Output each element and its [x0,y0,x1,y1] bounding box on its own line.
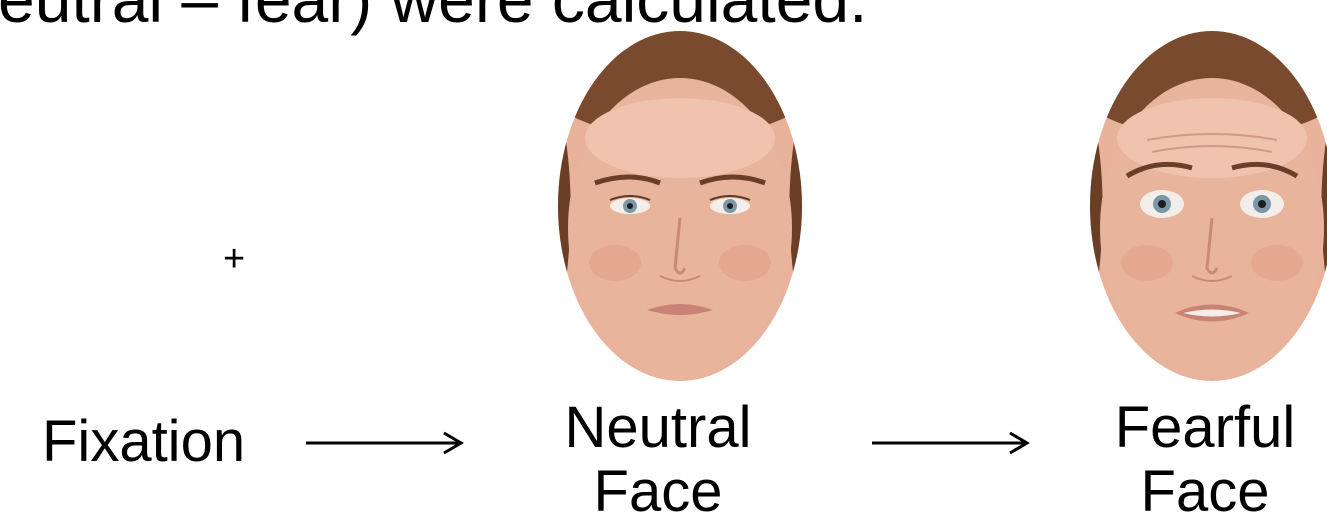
fearful-label-line1: Fearful [1114,395,1296,460]
fearful-face-image [1090,31,1327,381]
fixation-label: Fixation [42,409,246,474]
fearful-face-label: Fearful Face [1075,396,1327,524]
arrow-right-icon [306,431,464,455]
neutral-face-label: Neutral Face [528,396,788,524]
fearful-label-line2: Face [1140,459,1270,524]
fixation-cross: + [223,238,246,280]
arrow-right-icon [872,431,1030,455]
neutral-label-line2: Face [593,459,723,524]
neutral-label-line1: Neutral [564,395,752,460]
neutral-face-image [558,31,802,381]
cropped-header-text: eutral – fear) were calculated. [0,0,867,32]
